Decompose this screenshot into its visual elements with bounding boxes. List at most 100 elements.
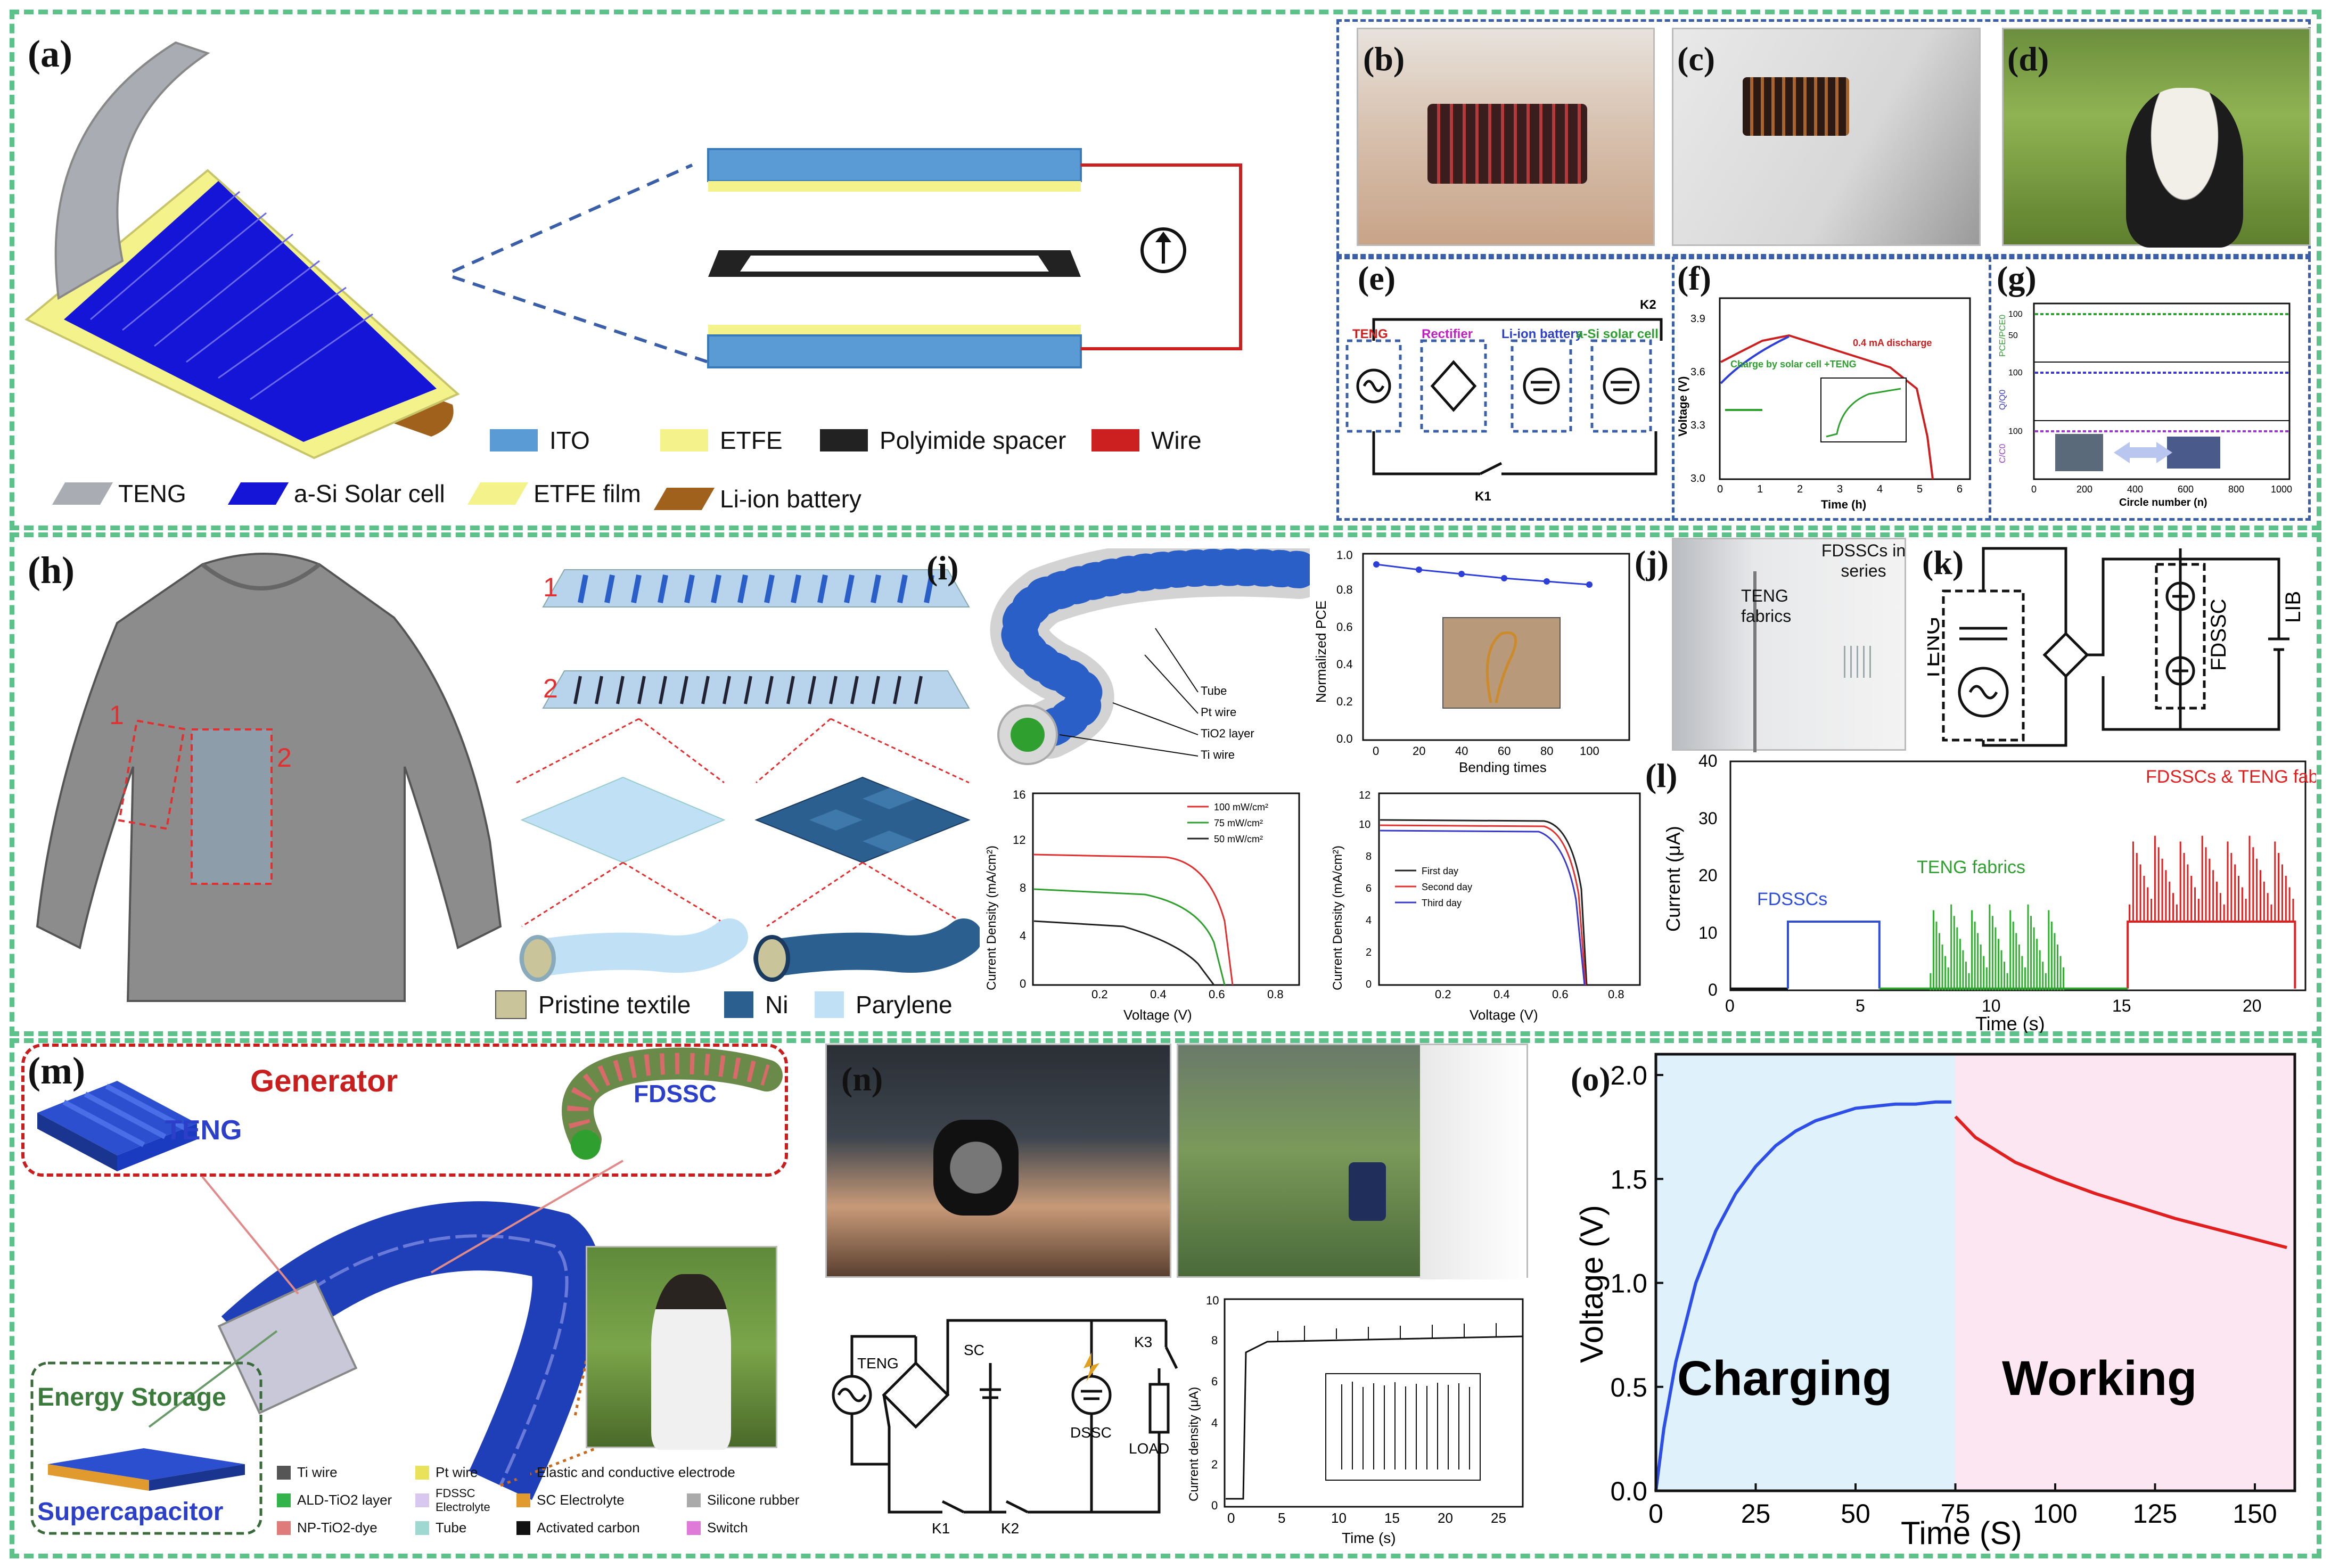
legend-etfe-film-label: ETFE film <box>533 480 641 507</box>
legend-ito-label: ITO <box>549 426 590 454</box>
legend-solar-label: a-Si Solar cell <box>294 480 445 507</box>
m-legend-8: Activated carbon <box>516 1520 640 1536</box>
m-legend-2: NP-TiO2-dye <box>277 1520 377 1536</box>
panel-label-n: (n) <box>841 1060 883 1098</box>
teng-swatch <box>52 482 113 505</box>
photo-arm-bracelet <box>586 1246 777 1450</box>
legend-layers: ITO ETFE Polyimide spacer Wire <box>490 426 1262 469</box>
m-legend-1-label: ALD-TiO2 layer <box>297 1492 392 1508</box>
l-ytick-2: 20 <box>1698 866 1718 885</box>
l-spikes-1 <box>1930 904 2065 990</box>
panel-n-circuit: TENG SC DSSC LOAD K1 K2 K3 <box>832 1319 1178 1537</box>
m-legend-9-label: Silicone rubber <box>707 1492 800 1508</box>
l-ytick-0: 0 <box>1708 980 1718 999</box>
m-legend-5-label: Tube <box>436 1520 467 1536</box>
m-legend-7-label: SC Electrolyte <box>537 1492 625 1508</box>
i-bend-ytick-4: 0.8 <box>1336 583 1353 596</box>
f-ann-charge: Charge by solar cell +TENG <box>1730 359 1857 370</box>
panel-e-circuit: TENG Rectifier Li-ion battery a-Si solar… <box>1345 298 1663 504</box>
n-ytick-4: 8 <box>1211 1334 1218 1347</box>
i-jv-ytick-4: 16 <box>1013 788 1025 801</box>
m-legend-9: Silicone rubber <box>687 1492 799 1508</box>
m-legend-4-swatch <box>415 1493 429 1507</box>
photo-wrist-band <box>1357 28 1655 246</box>
g-xtick-2: 400 <box>2127 484 2143 495</box>
panel-h-shirt: 1 2 <box>36 553 502 1002</box>
l-segment-0 <box>1787 921 1881 989</box>
f-xtick-1: 1 <box>1757 483 1763 495</box>
i-bend-ytick-5: 1.0 <box>1336 548 1353 562</box>
i-bend-ytick-3: 0.6 <box>1336 620 1353 634</box>
battery-swatch <box>653 488 715 510</box>
m-fdssc: FDSSC <box>634 1080 717 1107</box>
i-bend-xtick-4: 80 <box>1540 744 1553 758</box>
f-xtick-0: 0 <box>1717 483 1723 495</box>
panel-label-a: (a) <box>28 32 72 75</box>
j-label-teng: TENG fabrics <box>1741 586 1792 626</box>
m-legend-2-label: NP-TiO2-dye <box>297 1520 377 1536</box>
legend-spacer: Polyimide spacer <box>820 426 1066 455</box>
legend-etfe: ETFE <box>660 426 783 455</box>
e-label-battery: Li-ion battery <box>1501 327 1583 341</box>
i-st-xtick-3: 0.8 <box>1608 988 1624 1001</box>
shirt-seam <box>1753 571 1757 752</box>
legend-wire-label: Wire <box>1151 426 1202 454</box>
panel-label-h: (h) <box>28 549 75 592</box>
n-label-k3: K3 <box>1134 1334 1152 1350</box>
legend-h-ni: Ni <box>724 990 788 1019</box>
panel-h-layers: 1 2 <box>516 569 980 982</box>
m-legend-3: Pt wire <box>415 1464 478 1481</box>
fdssc-stripes <box>1844 646 1876 678</box>
n-xtick-5: 25 <box>1491 1510 1506 1526</box>
n-xtick-1: 5 <box>1278 1510 1285 1526</box>
e-label-teng: TENG <box>1352 327 1388 341</box>
m-legend-9-swatch <box>687 1493 701 1507</box>
i-bend-xtick-0: 0 <box>1373 744 1379 758</box>
section-bottom <box>10 1038 2321 1558</box>
o-ytick-4: 2.0 <box>1610 1061 1647 1090</box>
o-xtick-2: 50 <box>1841 1499 1870 1529</box>
i-bend-xtick-3: 60 <box>1498 744 1511 758</box>
i-bend-xtick-2: 40 <box>1455 744 1468 758</box>
photo-watch <box>825 1044 1171 1278</box>
legend-h: Pristine textile Ni Parylene <box>495 990 1006 1028</box>
wristband-device <box>1427 104 1587 184</box>
i-st-ytick-3: 6 <box>1366 883 1372 894</box>
person-figure <box>651 1274 731 1450</box>
i-st-xtick-2: 0.6 <box>1552 988 1569 1001</box>
l-spikes-2 <box>2129 835 2294 922</box>
l-seg-fdssc: FDSSCs <box>1757 889 1827 909</box>
l-seg-both: FDSSCs & TENG fabrics <box>2146 767 2316 787</box>
i-bend-ylabel: Normalized PCE <box>1313 601 1329 703</box>
panel-g-chart: 100 100 100 50 PCE/PCE0 Q/Q0 C/C0 0 200 … <box>1998 302 2292 508</box>
panel-label-d: (d) <box>2007 40 2049 78</box>
o-region-working: Working <box>2002 1351 2197 1406</box>
l-xtick-4: 20 <box>2243 996 2262 1015</box>
legend-h-ni-label: Ni <box>765 991 789 1019</box>
bracelet-device <box>1349 1162 1386 1221</box>
m-legend-6-label: Elastic and conductive electrode <box>537 1464 735 1480</box>
legend-solar: a-Si Solar cell <box>227 479 445 508</box>
i-fiber-ti: Ti wire <box>1201 748 1235 761</box>
n-label-teng: TENG <box>857 1355 899 1372</box>
i-jv-xtick-3: 0.8 <box>1267 988 1284 1001</box>
generator-box <box>21 1044 788 1177</box>
l-ytick-3: 30 <box>1698 809 1718 828</box>
legend-etfe-label: ETFE <box>720 426 783 454</box>
watch-face <box>933 1120 1019 1216</box>
k-label-teng: TENG <box>1927 617 1944 682</box>
i-bend-xlabel: Bending times <box>1459 759 1547 775</box>
g-ytick-100a: 100 <box>2008 310 2023 319</box>
spacer-swatch <box>820 429 868 451</box>
f-ann-discharge: 0.4 mA discharge <box>1853 338 1932 348</box>
i-jv-legend-2: 50 mW/cm² <box>1214 834 1263 844</box>
g-ylabel-q: Q/Q0 <box>1998 390 2007 410</box>
ni-swatch <box>724 991 753 1018</box>
g-ytick-100c: 100 <box>2008 427 2023 436</box>
o-ytick-3: 1.5 <box>1610 1164 1647 1194</box>
legend-teng-label: TENG <box>118 480 186 507</box>
o-ytick-2: 1.0 <box>1610 1269 1647 1299</box>
n-ytick-5: 10 <box>1206 1294 1219 1307</box>
f-xtick-6: 6 <box>1957 483 1963 495</box>
